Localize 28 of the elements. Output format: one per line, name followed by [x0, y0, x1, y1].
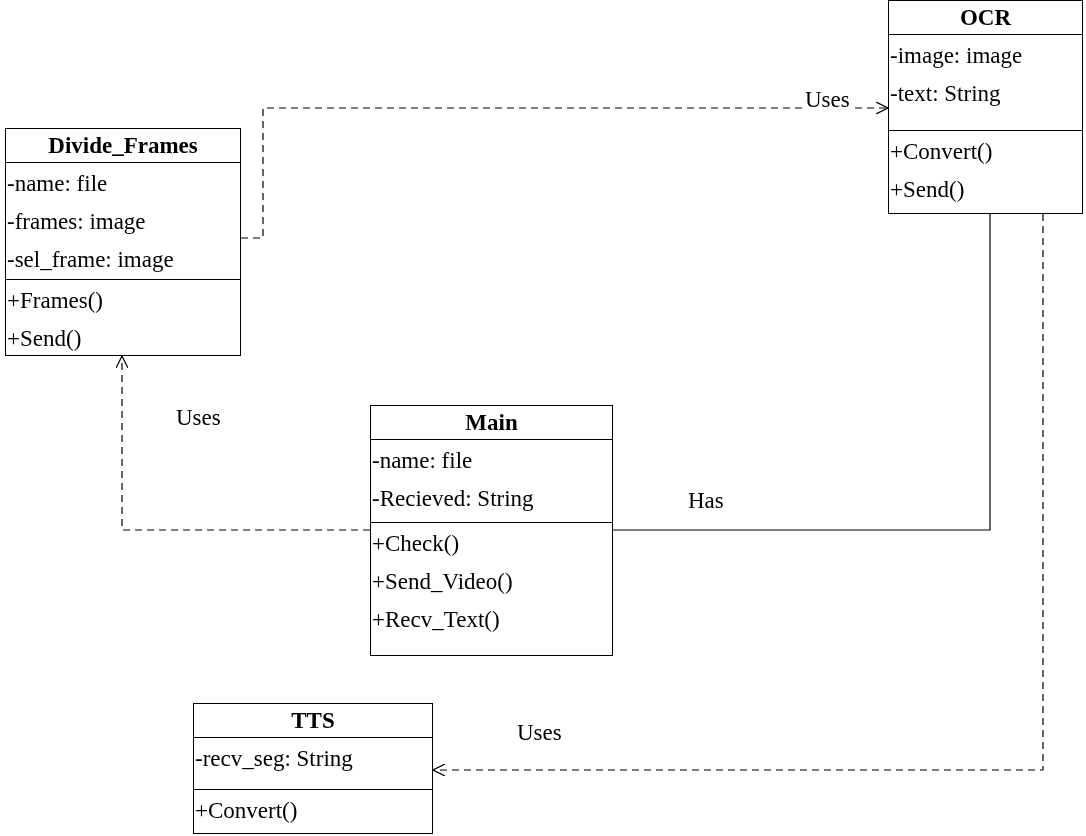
class-box	[193, 703, 433, 834]
class-name: Main	[464, 409, 519, 437]
connector	[115, 355, 371, 531]
method-text: +Recv_Text()	[371, 606, 500, 634]
method-text: +Send()	[889, 176, 965, 204]
class-box	[888, 0, 1083, 214]
attribute-text: -image: image	[889, 42, 1023, 70]
attribute-text: -text: String	[889, 80, 1001, 108]
attribute-text: -sel_frame: image	[6, 246, 174, 274]
method-text: +Send()	[6, 325, 82, 353]
method-text: +Frames()	[6, 287, 103, 315]
class-box	[5, 128, 241, 356]
method-text: +Send_Video()	[371, 568, 513, 596]
class-name: TTS	[290, 707, 336, 735]
method-text: +Convert()	[194, 797, 298, 825]
attribute-text: -Recieved: String	[371, 485, 534, 513]
class-name: Divide_Frames	[47, 132, 199, 160]
attribute-text: -name: file	[371, 447, 473, 475]
attribute-text: -recv_seg: String	[194, 745, 353, 773]
connector	[240, 101, 889, 239]
method-text: +Convert()	[889, 138, 993, 166]
attribute-text: -frames: image	[6, 208, 146, 236]
class-box	[370, 405, 613, 656]
method-text: +Check()	[371, 530, 460, 558]
connector	[612, 213, 991, 531]
connector	[432, 213, 1044, 777]
class-name: OCR	[958, 4, 1013, 32]
attribute-text: -name: file	[6, 170, 108, 198]
